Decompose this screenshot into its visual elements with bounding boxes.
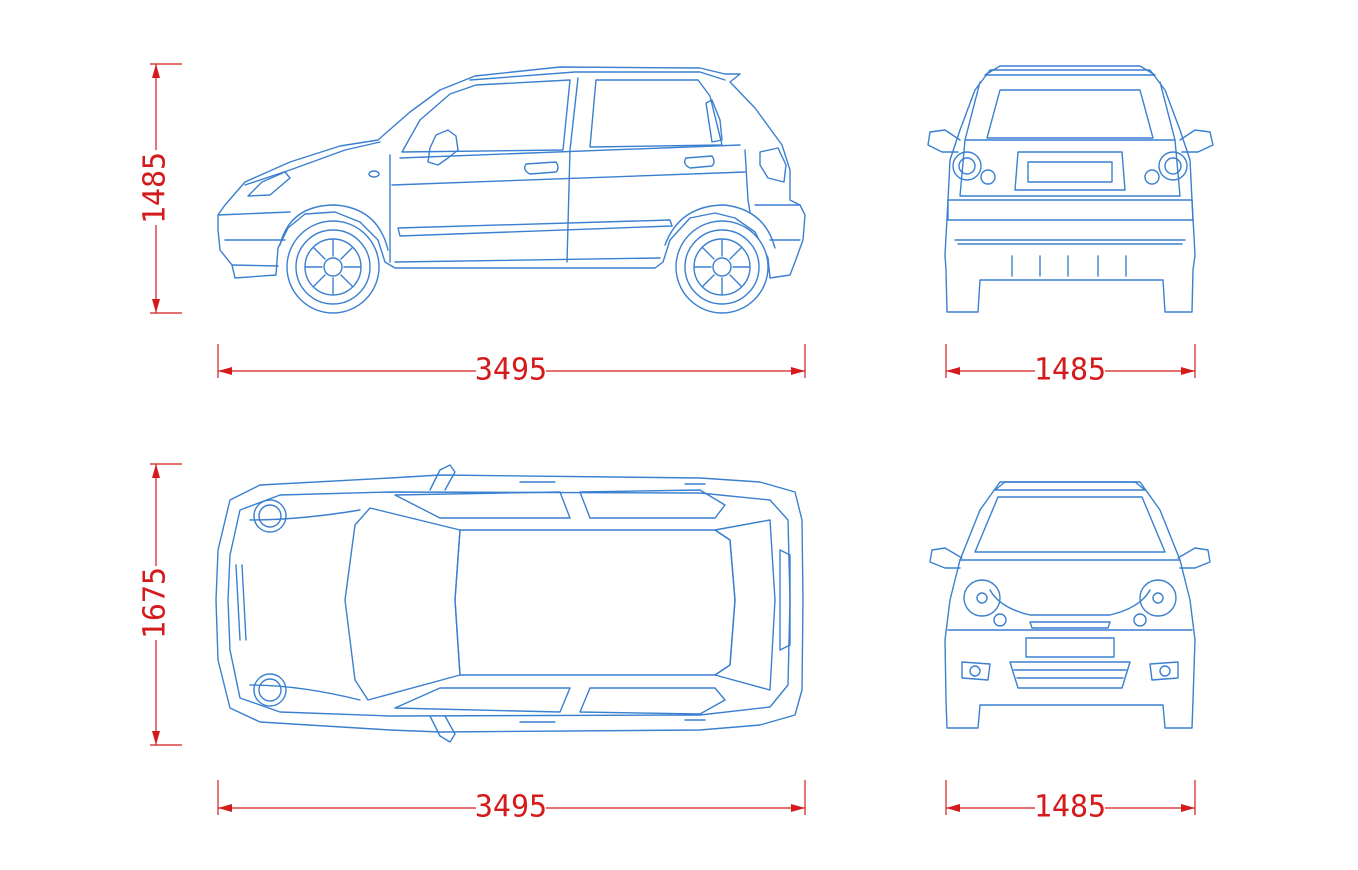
side-roof-line bbox=[469, 71, 726, 81]
top-door-handles bbox=[519, 481, 706, 723]
front-headlight-left bbox=[963, 579, 1007, 627]
top-headlight-right bbox=[253, 673, 287, 707]
side-front-wheel bbox=[286, 220, 380, 314]
side-door-line-mid bbox=[566, 77, 579, 263]
side-belt-line bbox=[399, 144, 741, 159]
side-marker-light bbox=[368, 170, 380, 178]
rear-license-plate bbox=[1027, 161, 1113, 183]
side-sill bbox=[394, 257, 661, 263]
top-side-windows-lower bbox=[394, 687, 726, 715]
side-view bbox=[217, 66, 806, 314]
dimension-top-width: 1675 bbox=[138, 463, 182, 746]
side-tail-light bbox=[759, 147, 787, 183]
side-hood-line bbox=[244, 141, 381, 186]
side-front-window bbox=[401, 79, 571, 153]
side-rear-bumper bbox=[754, 204, 801, 241]
dimension-front-width: 1485 bbox=[945, 780, 1196, 825]
top-front-grille bbox=[235, 564, 247, 641]
rear-spoiler bbox=[984, 65, 1156, 76]
side-quarter-window bbox=[705, 99, 723, 143]
rear-roof-pillars bbox=[964, 81, 1176, 141]
front-view bbox=[929, 481, 1211, 729]
side-front-bumper bbox=[217, 211, 291, 267]
front-upper-grille bbox=[1029, 621, 1111, 629]
dimension-side-height: 1485 bbox=[138, 63, 182, 314]
front-roof bbox=[994, 481, 1146, 491]
top-view bbox=[215, 464, 804, 743]
side-rear-window bbox=[589, 79, 723, 148]
side-handle-front bbox=[523, 161, 559, 175]
front-lower-grille bbox=[1009, 661, 1131, 689]
front-license-plate bbox=[1025, 637, 1115, 658]
top-side-windows-upper bbox=[394, 489, 726, 519]
side-mirror bbox=[427, 129, 459, 166]
front-fog-light-left bbox=[961, 661, 991, 681]
dimension-rear-width: 1485 bbox=[945, 344, 1196, 388]
rear-plate-recess bbox=[1014, 151, 1126, 191]
dimension-top-length: 3495 bbox=[217, 780, 806, 825]
top-mirror-upper bbox=[429, 464, 456, 491]
top-roof bbox=[454, 529, 736, 676]
dimension-label-rear-width: 1485 bbox=[1034, 353, 1106, 388]
dimension-label-side-length: 3495 bbox=[475, 353, 547, 388]
dimension-label-side-height: 1485 bbox=[138, 152, 173, 224]
top-rear-window bbox=[714, 519, 776, 691]
front-mirror-right bbox=[1177, 547, 1211, 569]
rear-window bbox=[986, 89, 1154, 139]
front-headlight-right bbox=[1133, 579, 1177, 627]
side-rear-arch bbox=[664, 204, 776, 249]
rear-diffuser-fins bbox=[1011, 255, 1127, 277]
front-body-outline bbox=[944, 481, 1196, 729]
side-mid-line bbox=[391, 171, 746, 186]
rear-hatch bbox=[959, 139, 1181, 197]
rear-mirror-left bbox=[927, 129, 961, 153]
dimension-label-front-width: 1485 bbox=[1034, 790, 1106, 825]
dimension-label-top-length: 3495 bbox=[475, 790, 547, 825]
front-hood bbox=[959, 559, 1181, 616]
side-rear-wheel bbox=[675, 220, 769, 314]
front-windshield bbox=[974, 496, 1166, 553]
rear-bumper-strip bbox=[954, 239, 1186, 245]
front-mirror-left bbox=[929, 547, 963, 569]
top-mirror-lower bbox=[429, 715, 456, 743]
rear-mirror-right bbox=[1179, 129, 1214, 153]
side-body-outline bbox=[217, 66, 806, 279]
dimension-label-top-width: 1675 bbox=[138, 567, 173, 639]
rear-tail-light-right bbox=[1144, 151, 1188, 185]
side-front-arch bbox=[279, 204, 389, 251]
rear-bumper bbox=[947, 199, 1194, 221]
side-headlight bbox=[247, 171, 291, 197]
front-fog-light-right bbox=[1149, 661, 1179, 681]
top-body-outline bbox=[215, 474, 804, 733]
top-rear-spoiler bbox=[779, 549, 791, 651]
side-rub-strip bbox=[397, 219, 673, 237]
top-windshield bbox=[344, 507, 461, 701]
rear-tail-light-left bbox=[952, 151, 996, 185]
side-handle-rear bbox=[683, 155, 715, 169]
rear-body-outline bbox=[944, 69, 1196, 313]
dimension-side-length: 3495 bbox=[217, 344, 806, 388]
side-door-line-rear bbox=[744, 149, 751, 213]
top-headlight-left bbox=[253, 499, 287, 533]
top-hood bbox=[249, 509, 361, 701]
rear-view bbox=[927, 65, 1214, 313]
top-inner-outline bbox=[227, 491, 791, 717]
